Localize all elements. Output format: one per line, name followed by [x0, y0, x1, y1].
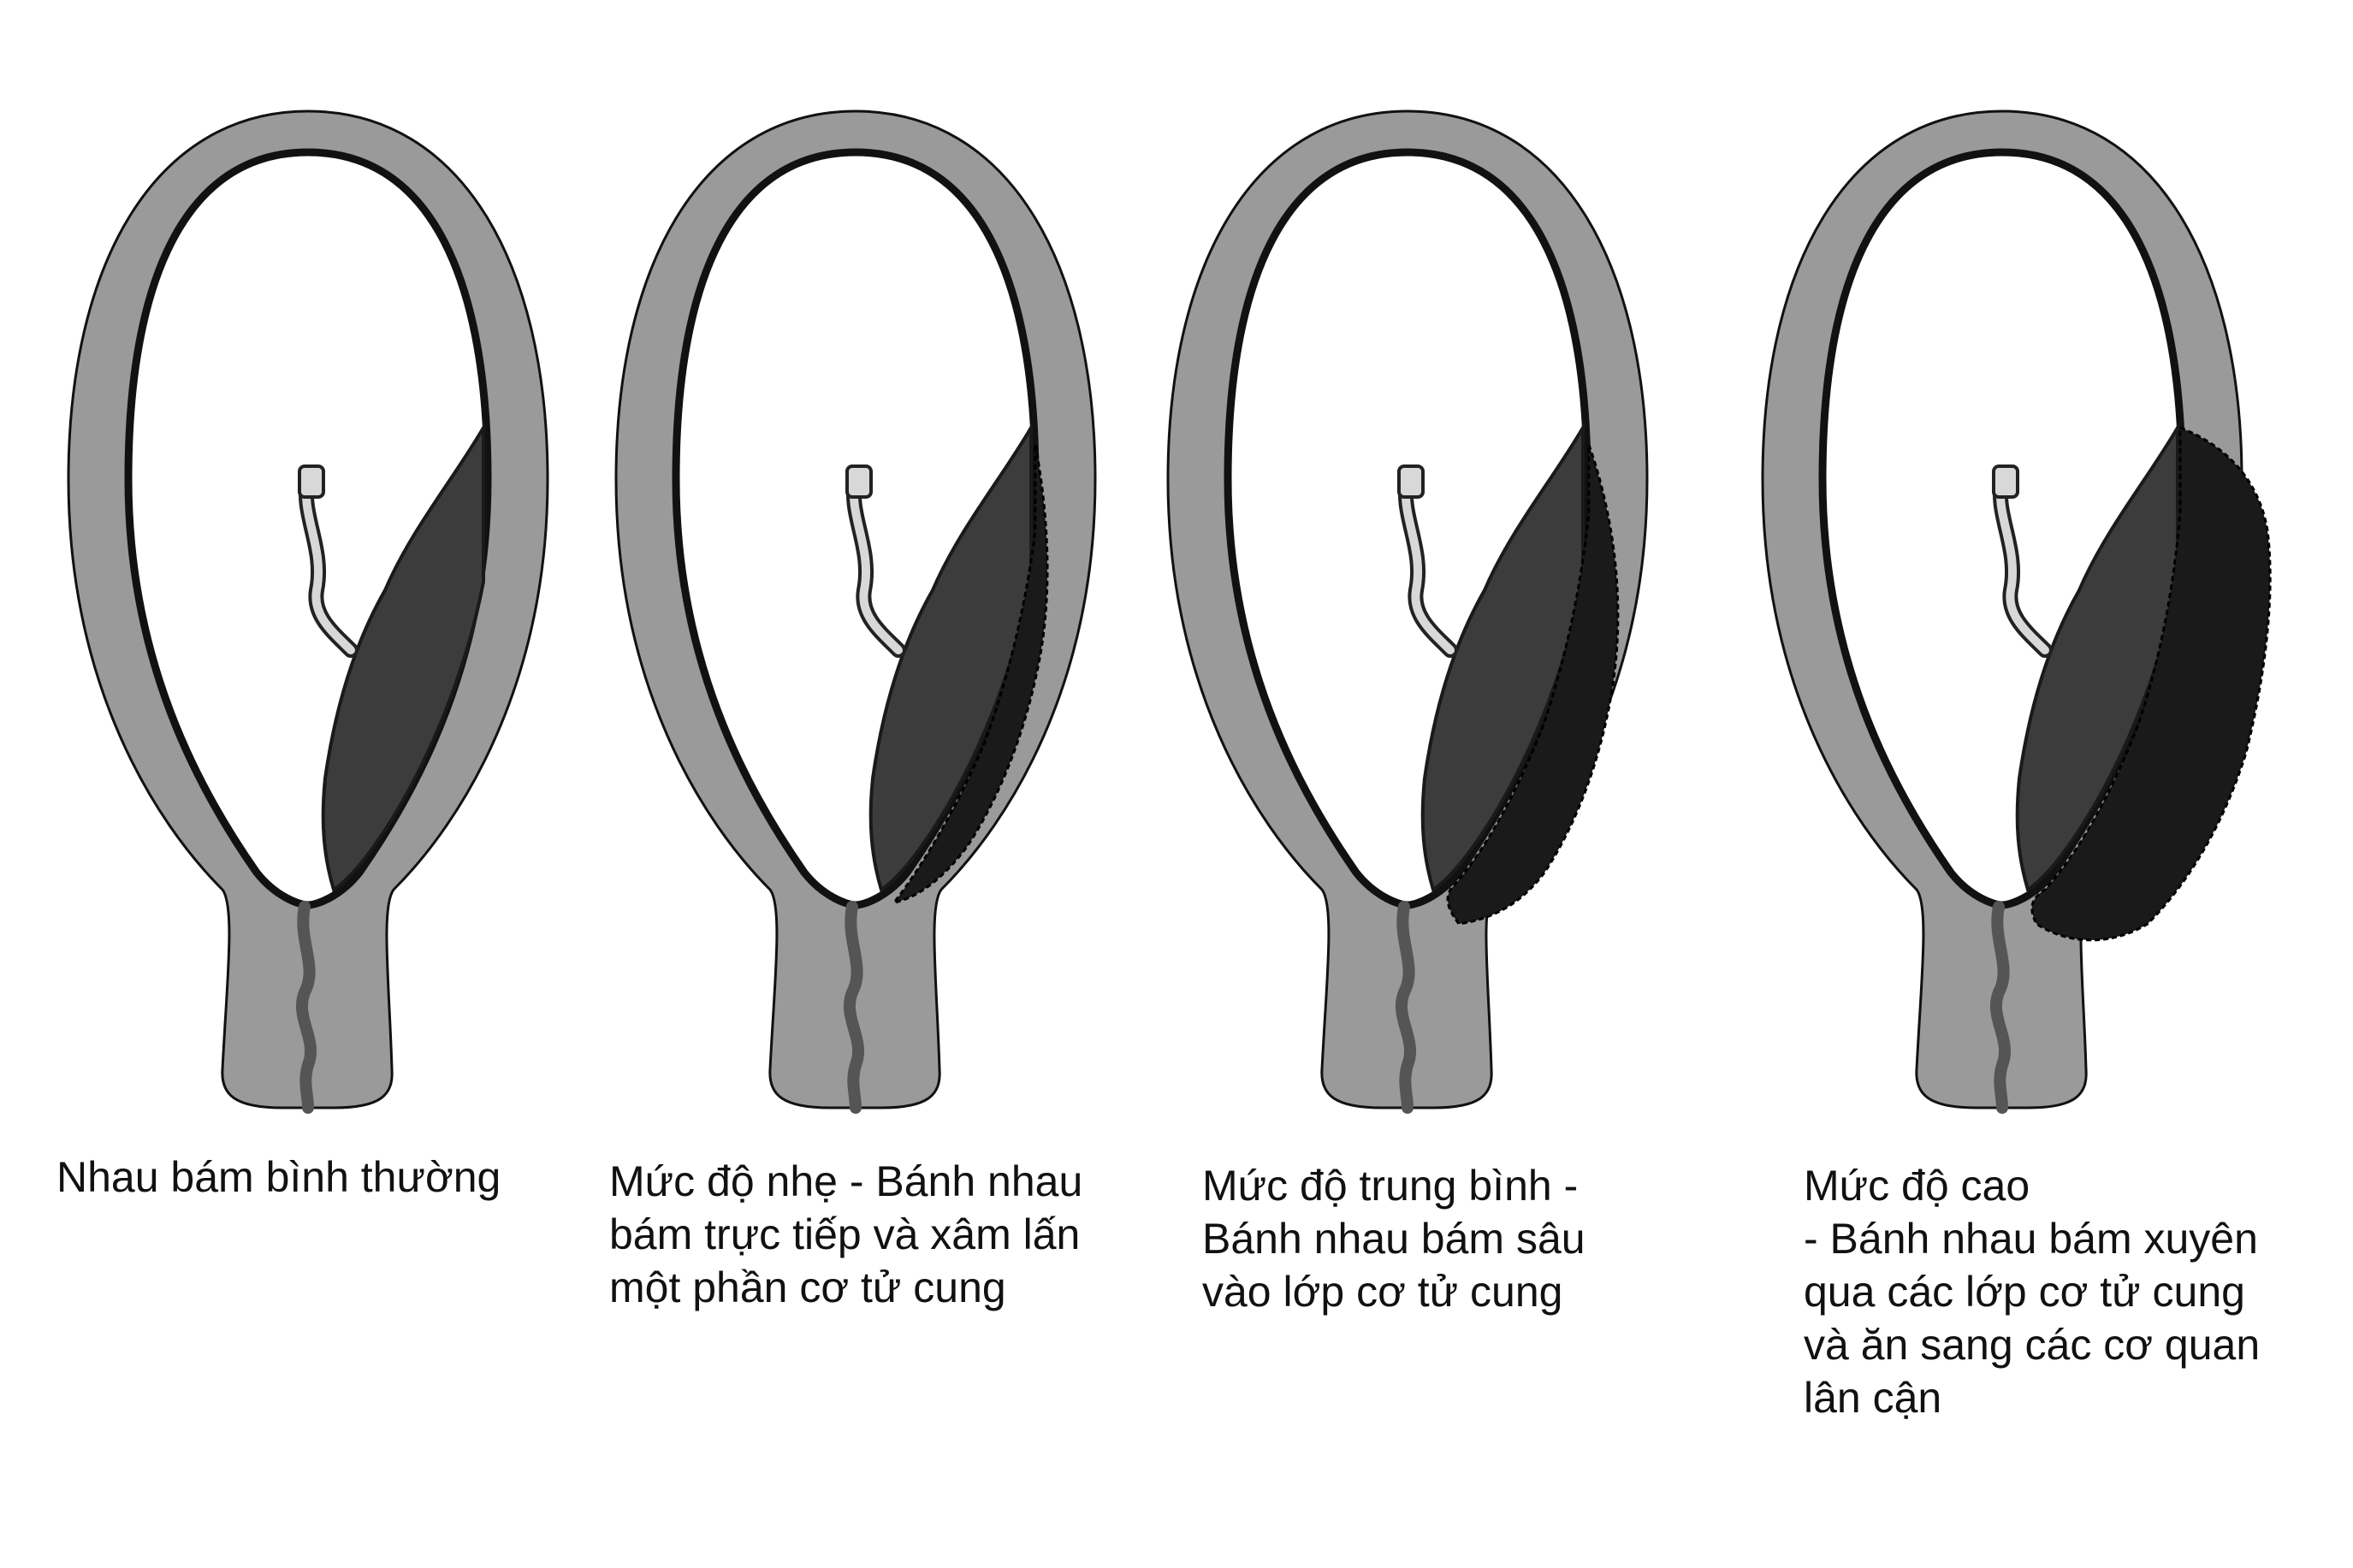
umbilical-cord-stump [298, 464, 325, 499]
umbilical-cord [845, 464, 906, 658]
cervical-canal [843, 901, 865, 1114]
caption-normal: Nhau bám bình thường [56, 1153, 501, 1201]
panel-severe: Mức độ cao - Bánh nhau bám xuyên qua các… [1745, 0, 2344, 1568]
umbilical-cord-inner [301, 475, 355, 654]
caption-severe: Mức độ cao - Bánh nhau bám xuyên qua các… [1804, 1162, 2261, 1422]
placenta-body [2015, 421, 2179, 893]
placenta-body [1420, 421, 1585, 893]
uterus-diagram-normal [67, 109, 549, 1114]
uterus-diagram-moderate [1166, 109, 1649, 1114]
umbilical-cord-inner [849, 475, 903, 654]
umbilical-cord-inner [1995, 475, 2049, 654]
placenta-invasion [891, 444, 1049, 905]
panel-normal: Nhau bám bình thường [51, 0, 650, 1568]
panel-moderate: Mức độ trung bình - Bánh nhau bám sâu và… [1151, 0, 1750, 1568]
panel-mild: Mức độ nhẹ - Bánh nhau bám trực tiếp và … [599, 0, 1198, 1568]
placenta-invasion [1446, 444, 1620, 926]
placenta-body [321, 421, 485, 893]
placenta [321, 421, 485, 893]
placenta [2015, 421, 2272, 942]
placenta-body [868, 421, 1033, 893]
placenta-invasion [2030, 425, 2272, 942]
uterus-diagram-mild [614, 109, 1097, 1114]
uterus-diagram-severe [1761, 109, 2272, 1114]
umbilical-cord [298, 464, 359, 658]
umbilical-cord-stump [845, 464, 873, 499]
umbilical-cord-stump [1397, 464, 1425, 499]
cervical-canal [295, 901, 317, 1114]
umbilical-cord-stump [1992, 464, 2019, 499]
caption-mild: Mức độ nhẹ - Bánh nhau bám trực tiếp và … [609, 1157, 1083, 1311]
placenta [1420, 421, 1620, 926]
cervical-canal [1395, 901, 1417, 1114]
umbilical-cord-inner [1401, 475, 1455, 654]
umbilical-cord [1397, 464, 1458, 658]
cervical-canal [1989, 901, 2012, 1114]
placenta [868, 421, 1049, 905]
caption-moderate: Mức độ trung bình - Bánh nhau bám sâu và… [1202, 1162, 1585, 1316]
umbilical-cord [1992, 464, 2053, 658]
